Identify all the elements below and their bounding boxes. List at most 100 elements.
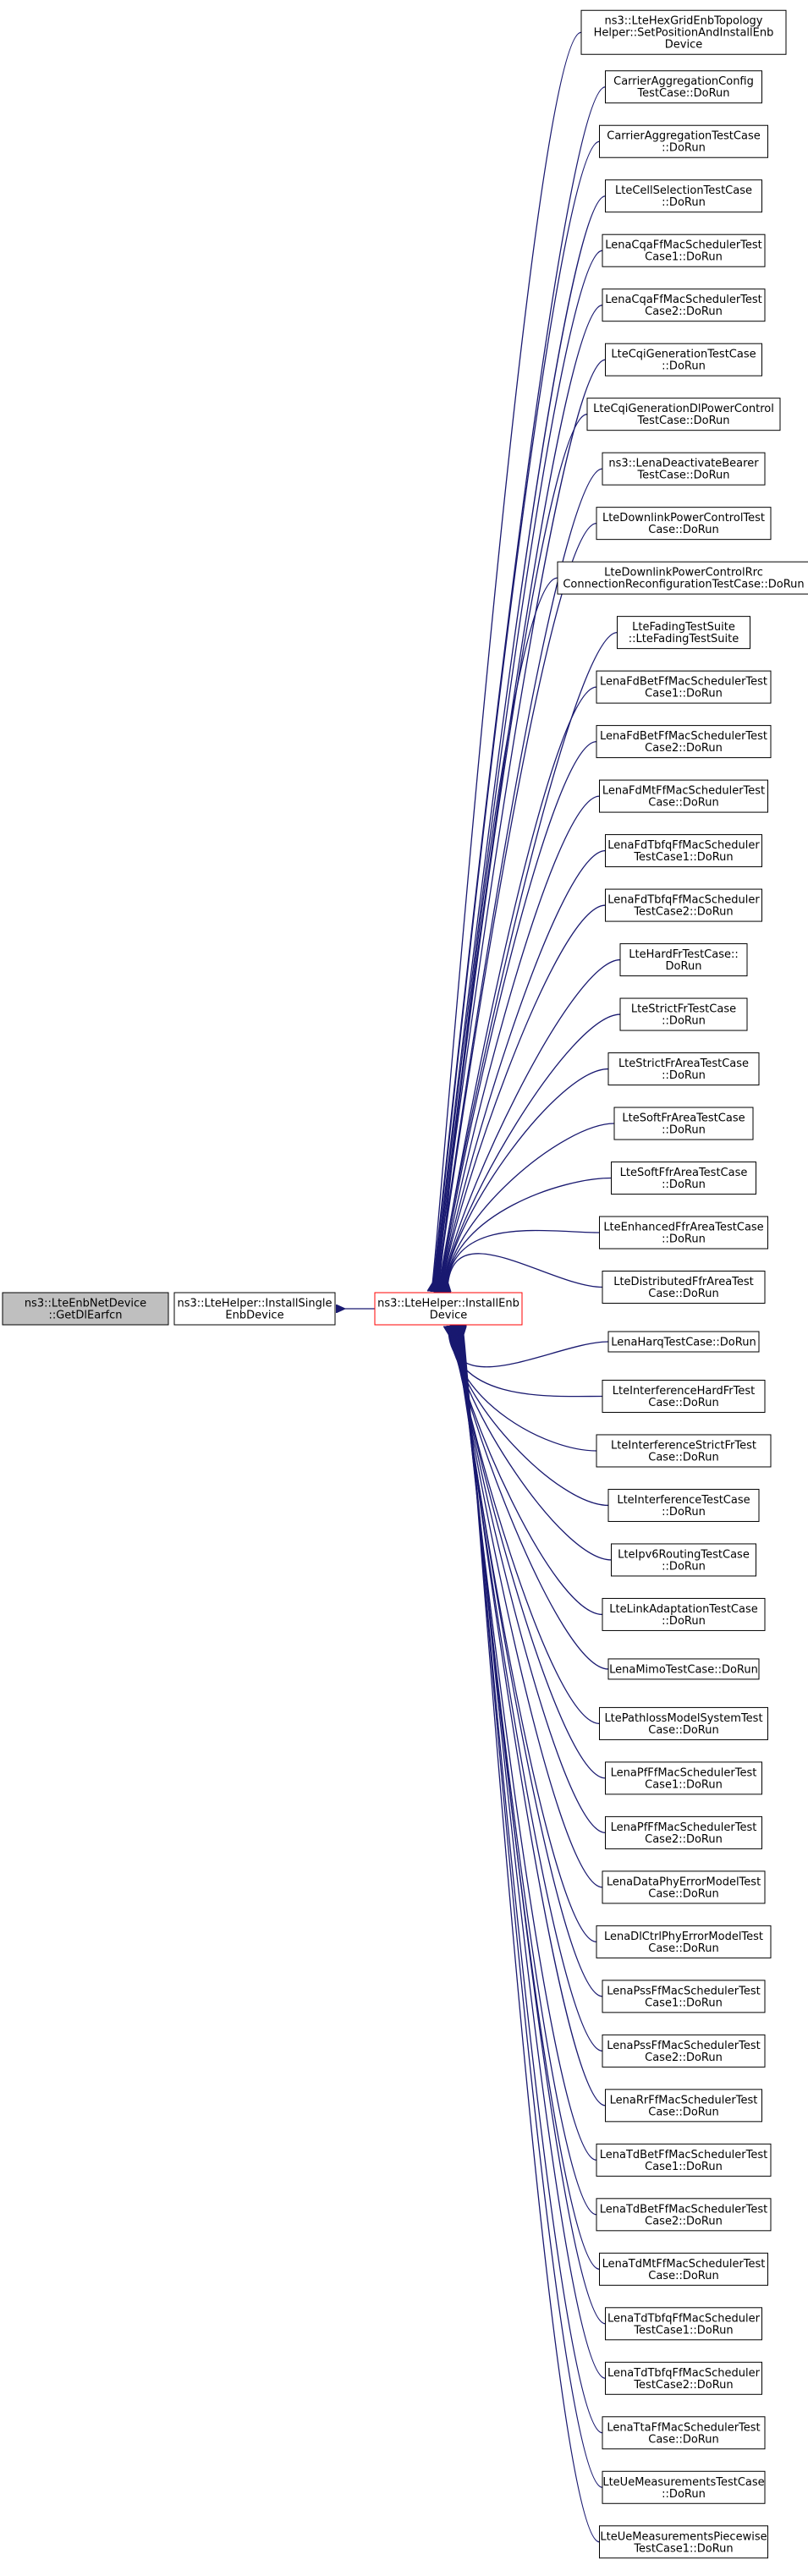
edge-caller-ltedownlinkpowercontrolrrc-connectionreconfigurationtestcase-dorun-to-install-enb (439, 577, 558, 1283)
node-caller-lteinterferencetestcase-dorun[interactable]: LteInterferenceTestCase::DoRun (607, 1488, 760, 1522)
edge-caller-lteuemeasurementspiecewise-testcase1-dorun-to-install-enb (464, 1335, 600, 2543)
node-caller-ltedownlinkpowercontrolrrc-connectionreconfigurationtestcase-dorun-label-line: LteDownlinkPowerControlRrc (604, 567, 763, 579)
node-caller-ltecqigenerationtestcase-dorun[interactable]: LteCqiGenerationTestCase::DoRun (605, 343, 762, 376)
node-caller-ns3-ltehexgridenbtopology-helper-setpositionandinstallenb-device-box (580, 9, 787, 55)
node-caller-ltecqigenerationdlpowercontrol-testcase-dorun[interactable]: LteCqiGenerationDlPowerControlTestCase::… (586, 398, 781, 431)
node-caller-lteipv6routingtestcase-dorun[interactable]: LteIpv6RoutingTestCase::DoRun (611, 1543, 756, 1577)
node-caller-lenapssffmacschedulertest-case2-dorun-label-line: LenaPssFfMacSchedulerTest (607, 2040, 760, 2052)
node-caller-ltesoftfrareatestcase-dorun-label-line: ::DoRun (662, 1124, 706, 1137)
node-caller-ltestrictfrtestcase-dorun[interactable]: LteStrictFrTestCase::DoRun (619, 997, 748, 1031)
edge-caller-lenafdbetffmacschedulertest-case1-dorun-to-install-enb (441, 686, 597, 1283)
node-caller-carrieraggregationconfig-testcase-dorun-label-line: TestCase::DoRun (636, 87, 729, 100)
node-caller-ltedownlinkpowercontrolrrc-connectionreconfigurationtestcase-dorun[interactable]: LteDownlinkPowerControlRrcConnectionReco… (557, 561, 808, 595)
node-caller-ltepathlossmodelsystemtest-case-dorun-label-line: Case::DoRun (648, 1724, 718, 1737)
edge-caller-ns3-lenadeactivatebearer-testcase-dorun-to-install-enb (438, 468, 603, 1283)
node-caller-lenapfffmacschedulertest-case1-dorun-label-line: LenaPfFfMacSchedulerTest (611, 1766, 757, 1779)
node-caller-lteuemeasurementspiecewise-testcase1-dorun[interactable]: LteUeMeasurementsPiecewiseTestCase1::DoR… (599, 2525, 768, 2559)
node-caller-ltecellselectiontestcase-dorun[interactable]: LteCellSelectionTestCase::DoRun (605, 179, 762, 213)
node-caller-lenadataphyerrormodeltest-case-dorun-box (602, 1870, 766, 1904)
node-caller-lteuemeasurementspiecewise-testcase1-dorun-box (599, 2525, 768, 2559)
node-caller-carrieraggregationtestcase-dorun[interactable]: CarrierAggregationTestCase::DoRun (599, 124, 768, 158)
node-caller-lenacqaffmacschedulertest-case1-dorun-label-line: Case1::DoRun (645, 251, 723, 264)
node-caller-lenaharqtestcase-dorun[interactable]: LenaHarqTestCase::DoRun (607, 1331, 760, 1353)
node-caller-ltedistributedffrareatest-case-dorun-label-line: Case::DoRun (648, 1288, 718, 1300)
node-caller-ltehardfrtestcase-dorun-box (619, 943, 748, 977)
node-caller-ltestrictfrtestcase-dorun-box (619, 997, 748, 1031)
edges-layer (174, 31, 621, 2543)
node-caller-ltecellselectiontestcase-dorun-label-line: LteCellSelectionTestCase (615, 184, 752, 197)
edge-caller-lenatdmtffmacschedulertest-case-dorun-to-install-enb (460, 1335, 600, 2270)
node-caller-lenapssffmacschedulertest-case1-dorun-box (602, 1980, 766, 2013)
node-caller-ltehardfrtestcase-dorun-label-line: LteHardFrTestCase:: (629, 948, 739, 961)
node-caller-lenarrffmacschedulertest-case-dorun-box (605, 2089, 762, 2123)
node-caller-lteenhancedffrareatestcase-dorun[interactable]: LteEnhancedFfrAreaTestCase::DoRun (599, 1216, 768, 1250)
node-caller-lenadlctrlphyerrormodeltest-case-dorun-label-line: Case::DoRun (648, 1942, 718, 1955)
node-caller-ltesoftffrareatestcase-dorun[interactable]: LteSoftFfrAreaTestCase::DoRun (611, 1162, 756, 1195)
node-caller-ltestrictfrareatestcase-dorun[interactable]: LteStrictFrAreaTestCase::DoRun (607, 1052, 760, 1086)
node-caller-lteuemeasurementspiecewise-testcase1-dorun-label-line: LteUeMeasurementsPiecewise (600, 2530, 767, 2543)
node-caller-lenatdbetffmacschedulertest-case1-dorun-label-line: LenaTdBetFfMacSchedulerTest (600, 2149, 768, 2161)
node-caller-ltehardfrtestcase-dorun-label-line: DoRun (666, 960, 702, 973)
edge-caller-ns3-ltehexgridenbtopology-helper-setpositionandinstallenb-device-to-install-enb (432, 31, 582, 1283)
node-caller-ltehardfrtestcase-dorun[interactable]: LteHardFrTestCase::DoRun (619, 943, 748, 977)
edge-caller-ltecqigenerationdlpowercontrol-testcase-dorun-to-install-enb (437, 414, 588, 1283)
node-caller-ltesoftfrareatestcase-dorun[interactable]: LteSoftFrAreaTestCase::DoRun (613, 1107, 754, 1140)
node-caller-lenatdmtffmacschedulertest-case-dorun-label-line: LenaTdMtFfMacSchedulerTest (602, 2258, 766, 2271)
node-caller-lteipv6routingtestcase-dorun-box (611, 1543, 756, 1577)
node-caller-ltelinkadaptationtestcase-dorun-box (602, 1597, 766, 1631)
node-lte-enb-net-device-get-dl-earfcn-label-line: ns3::LteEnbNetDevice (25, 1298, 146, 1310)
node-caller-ltestrictfrtestcase-dorun-label-line: ::DoRun (662, 1015, 706, 1028)
node-caller-ns3-ltehexgridenbtopology-helper-setpositionandinstallenb-device[interactable]: ns3::LteHexGridEnbTopologyHelper::SetPos… (580, 9, 787, 55)
node-caller-lteuemeasurementstestcase-dorun[interactable]: LteUeMeasurementsTestCase::DoRun (602, 2470, 766, 2504)
node-caller-ltedownlinkpowercontrolrrc-connectionreconfigurationtestcase-dorun-label-line: ConnectionReconfigurationTestCase::DoRun (563, 579, 804, 591)
edge-caller-lenafdtbfqffmacscheduler-testcase2-dorun-to-install-enb (443, 904, 606, 1283)
node-caller-lenatdbetffmacschedulertest-case2-dorun-label-line: LenaTdBetFfMacSchedulerTest (600, 2203, 768, 2216)
node-lte-helper-install-enb-device-label-line: ns3::LteHelper::InstallEnb (377, 1298, 519, 1310)
node-caller-ltecqigenerationdlpowercontrol-testcase-dorun-box (586, 398, 781, 431)
node-caller-lteuemeasurementstestcase-dorun-label-line: LteUeMeasurementsTestCase (602, 2476, 764, 2489)
edge-caller-lteuemeasurementstestcase-dorun-to-install-enb (463, 1335, 603, 2488)
node-caller-ltedistributedffrareatest-case-dorun-box (602, 1271, 766, 1304)
node-caller-ltepathlossmodelsystemtest-case-dorun-box (599, 1706, 768, 1740)
edge-caller-lenafdmtffmacschedulertest-case-dorun-to-install-enb (442, 795, 600, 1283)
node-caller-lenamimotestcase-dorun[interactable]: LenaMimoTestCase::DoRun (607, 1658, 760, 1680)
node-caller-ltecqigenerationtestcase-dorun-label-line: LteCqiGenerationTestCase (611, 349, 756, 361)
node-caller-lteenhancedffrareatestcase-dorun-label-line: LteEnhancedFfrAreaTestCase (603, 1222, 763, 1234)
node-caller-ltefadingtestsuite-ltefadingtestsuite[interactable]: LteFadingTestSuite::LteFadingTestSuite (617, 616, 750, 650)
node-caller-lenafdtbfqffmacscheduler-testcase1-dorun-label-line: LenaFdTbfqFfMacScheduler (607, 839, 760, 852)
node-lte-enb-net-device-get-dl-earfcn[interactable]: ns3::LteEnbNetDevice::GetDlEarfcn (2, 1292, 169, 1326)
node-caller-ltelinkadaptationtestcase-dorun[interactable]: LteLinkAdaptationTestCase::DoRun (602, 1597, 766, 1631)
node-caller-ltefadingtestsuite-ltefadingtestsuite-label-line: LteFadingTestSuite (632, 621, 735, 634)
node-caller-lenafdtbfqffmacscheduler-testcase1-dorun-box (605, 834, 762, 868)
node-caller-lenacqaffmacschedulertest-case2-dorun-label-line: LenaCqaFfMacSchedulerTest (605, 294, 762, 306)
